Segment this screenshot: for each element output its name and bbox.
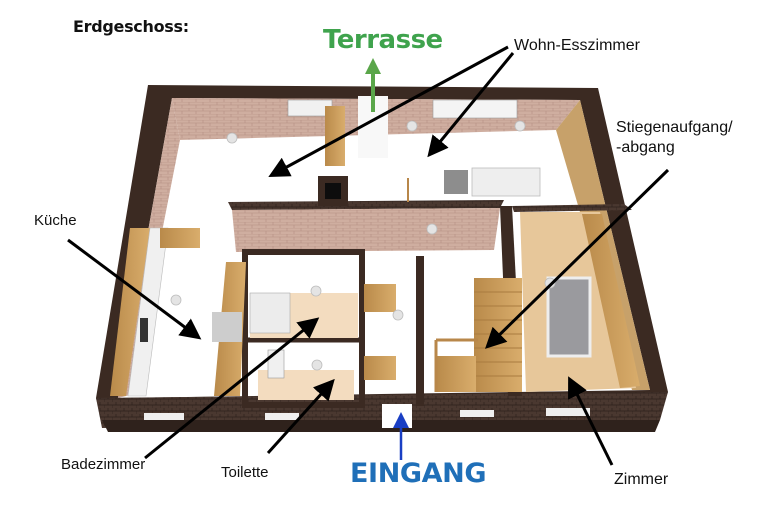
arrow-kueche xyxy=(67,238,202,340)
terrasse-label: Terrasse xyxy=(323,25,443,55)
label-toilette: Toilette xyxy=(221,464,269,481)
arrow-badezimmer xyxy=(144,317,320,460)
arrow-toilette xyxy=(266,378,335,455)
living-room xyxy=(407,167,541,202)
eingang-arrow-icon xyxy=(393,412,409,460)
floor-title: Erdgeschoss: xyxy=(73,17,189,36)
arrow-stiegenaufgang xyxy=(484,168,670,349)
arrow-zimmer xyxy=(568,376,614,466)
kitchen xyxy=(110,227,246,397)
arrow-wohn-esszimmer-1 xyxy=(268,45,509,178)
arrow-wohn-esszimmer-2 xyxy=(427,52,515,158)
label-arrows xyxy=(67,45,670,466)
label-stiegenabgang: -abgang xyxy=(616,139,675,156)
ceiling-lights xyxy=(170,120,556,371)
label-stiegenaufgang: Stiegenaufgang/ xyxy=(616,119,733,136)
label-wohn-esszimmer: Wohn-Esszimmer xyxy=(514,37,640,54)
label-zimmer: Zimmer xyxy=(614,471,669,488)
label-kueche: Küche xyxy=(34,212,77,229)
terrasse-arrow-icon xyxy=(365,58,381,112)
eingang-label: EINGANG xyxy=(350,458,487,489)
label-badezimmer: Badezimmer xyxy=(61,456,146,473)
